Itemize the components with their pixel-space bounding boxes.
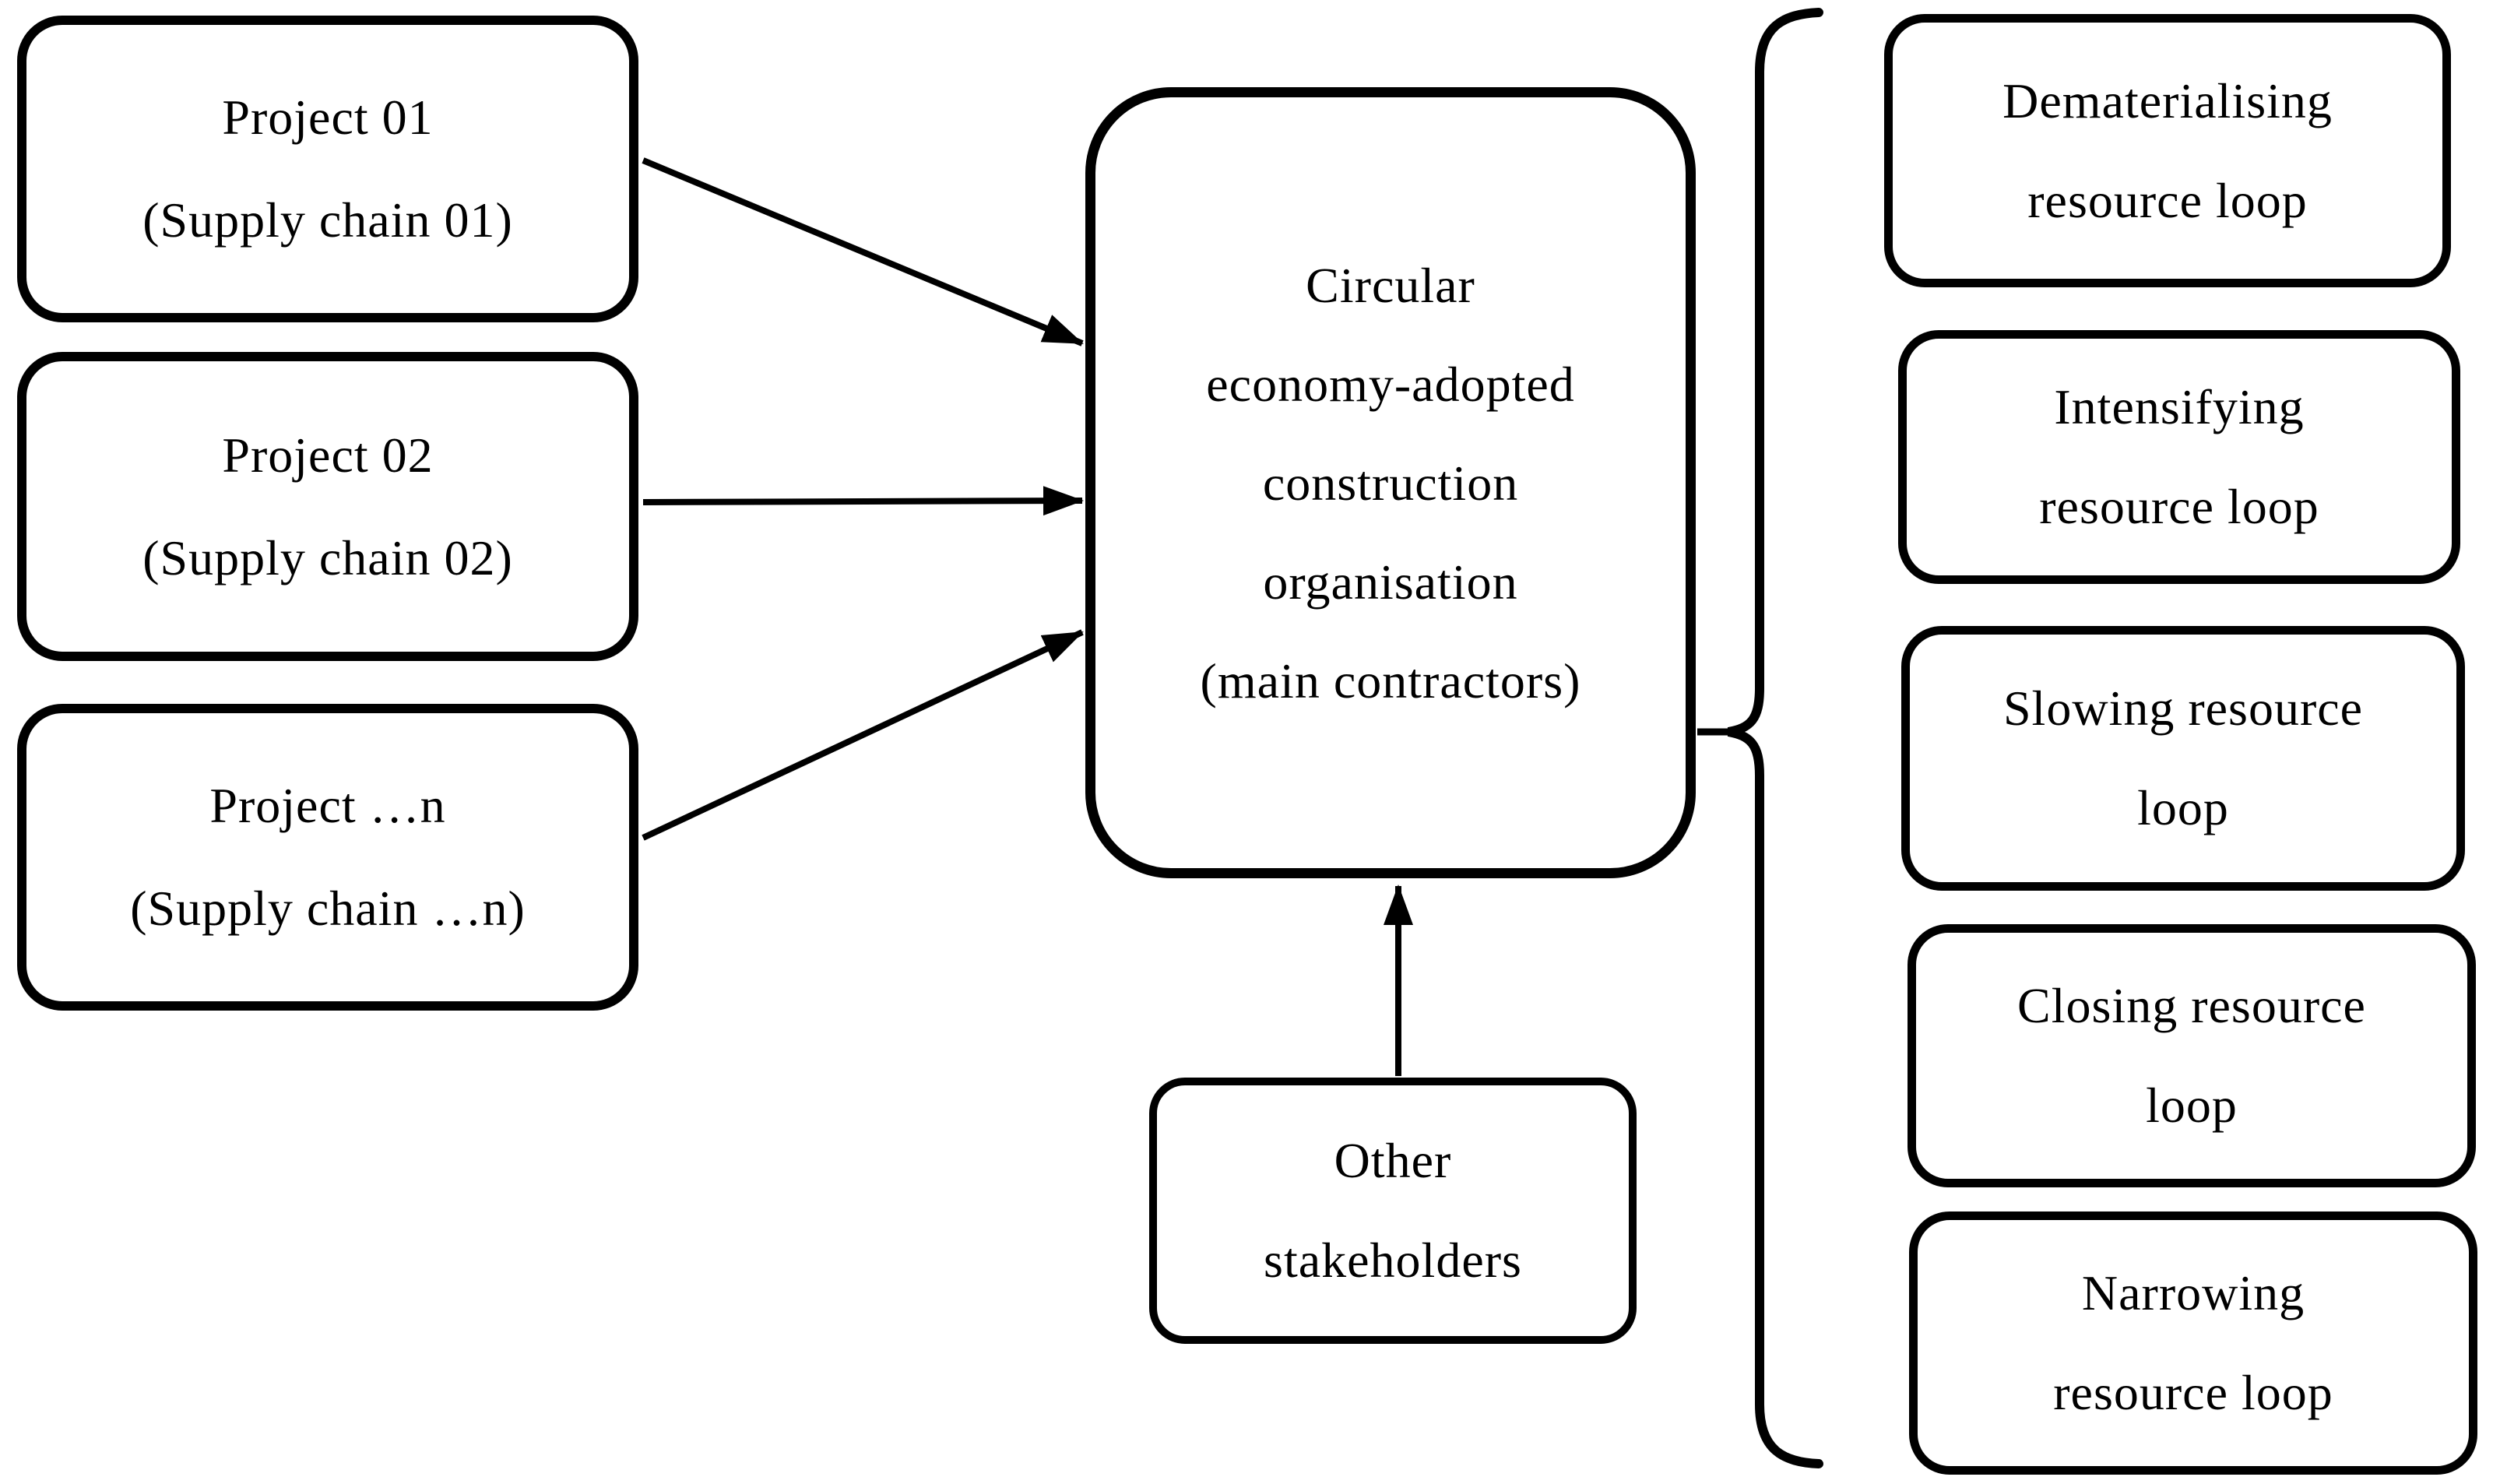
intensifying-resource-loop-box: Intensifying resource loop: [1898, 330, 2460, 584]
project-n-line2: (Supply chain …n): [130, 881, 526, 936]
project-02-line2: (Supply chain 02): [142, 529, 513, 586]
loop-1-line2: resource loop: [2027, 172, 2308, 228]
central-line4: organisation: [1263, 554, 1518, 610]
loop-5-line1: Narrowing: [2081, 1265, 2305, 1320]
loop-3-line1: Slowing resource: [2002, 680, 2364, 736]
dematerialising-resource-loop-box: Dematerialising resource loop: [1884, 14, 2451, 287]
loop-4-line2: loop: [2146, 1078, 2238, 1133]
loop-1-line1: Dematerialising: [2002, 72, 2333, 128]
project-n-line1: Project …n: [209, 778, 446, 833]
project-01-box: Project 01 (Supply chain 01): [17, 16, 638, 322]
loop-2-line1: Intensifying: [2054, 379, 2305, 434]
project-01-line1: Project 01: [222, 90, 434, 145]
slowing-resource-loop-box: Slowing resource loop: [1901, 626, 2465, 891]
curly-brace: [1727, 8, 1823, 1468]
closing-resource-loop-box: Closing resource loop: [1908, 924, 2476, 1187]
project-01-line2: (Supply chain 01): [142, 192, 513, 248]
central-line3: construction: [1262, 455, 1519, 511]
loop-3-line2: loop: [2137, 780, 2229, 835]
stakeholders-line2: stakeholders: [1264, 1233, 1522, 1288]
loop-2-line2: resource loop: [2039, 479, 2319, 534]
project-n-box: Project …n (Supply chain …n): [17, 704, 638, 1011]
loop-5-line2: resource loop: [2053, 1365, 2333, 1420]
project-02-box: Project 02 (Supply chain 02): [17, 352, 638, 661]
loop-4-line1: Closing resource: [2017, 978, 2366, 1033]
other-stakeholders-box: Other stakeholders: [1149, 1078, 1637, 1344]
narrowing-resource-loop-box: Narrowing resource loop: [1909, 1211, 2477, 1475]
stakeholders-line1: Other: [1334, 1133, 1452, 1188]
arrow-project-02-to-organisation: [642, 486, 1084, 516]
central-line5: (main contractors): [1200, 652, 1581, 709]
arrow-project-01-to-organisation: [642, 157, 1084, 346]
circular-economy-organisation-box: Circular economy-adopted construction or…: [1085, 87, 1696, 878]
central-line2: economy-adopted: [1206, 356, 1575, 412]
arrow-project-n-to-organisation: [642, 629, 1084, 841]
central-line1: Circular: [1306, 257, 1475, 313]
project-02-line1: Project 02: [222, 427, 434, 483]
